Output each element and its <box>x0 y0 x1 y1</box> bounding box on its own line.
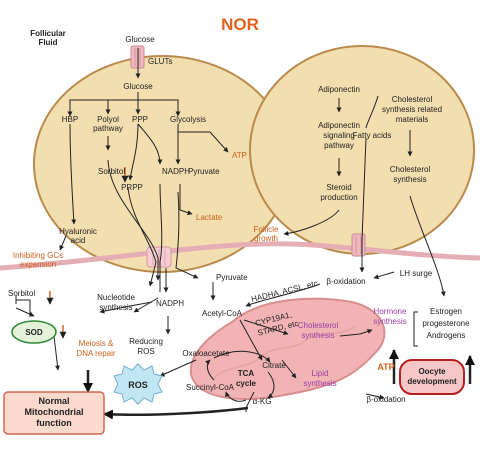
label-prpp: PRPP <box>121 183 143 192</box>
label-hbp: HBP <box>62 115 78 124</box>
ros-burst <box>113 363 163 405</box>
label-beta-ox-bottom: β-oxidation <box>366 395 405 404</box>
arrows <box>15 48 475 420</box>
label-lh-surge: LH surge <box>400 269 433 278</box>
label-sorbitol-out: Sorbitol <box>8 289 35 298</box>
mitochondrion <box>189 297 386 400</box>
label-lactate: Lactate <box>196 213 223 222</box>
label-succinyl: Succinyl-CoA <box>186 383 235 392</box>
cell-membrane <box>0 241 480 271</box>
label-ros: ROS <box>128 380 148 390</box>
label-akg: α-KG <box>253 397 272 406</box>
label-beta-ox-top: β-oxidation <box>326 277 365 286</box>
label-fatty-acids: Fatty acids <box>353 131 392 140</box>
label-meiosis: Meiosis &DNA repair <box>76 339 115 358</box>
membrane-channel-left <box>146 246 172 268</box>
label-nadph-in: NADPH <box>162 167 190 176</box>
normal-mito-box <box>3 391 105 435</box>
label-glucose-top: Glucose <box>125 35 155 44</box>
label-glycolysis: Glycolysis <box>170 115 206 124</box>
label-pyruvate-in: Pyruvate <box>188 167 220 176</box>
oocyte-box <box>399 359 465 395</box>
label-oxaloacetate: Oxaloacetate <box>182 349 230 358</box>
hormone-brace <box>413 311 418 347</box>
label-ppp: PPP <box>132 115 148 124</box>
label-sod: SOD <box>25 328 43 337</box>
label-atp-bottom: ATP <box>377 362 394 372</box>
label-gluts: GLUTs <box>148 57 172 66</box>
membrane-channel-right <box>351 233 366 257</box>
label-adiponectin: Adiponectin <box>318 85 360 94</box>
right-cell <box>249 45 475 255</box>
label-nadph-out: NADPH <box>156 299 184 308</box>
label-sorbitol-in: Sorbitol <box>98 167 125 176</box>
label-atp-top: ATP <box>232 151 247 160</box>
label-pyruvate-out: Pyruvate <box>216 273 248 282</box>
label-citrate: Citrate <box>262 361 286 370</box>
sod-shape <box>11 320 57 344</box>
label-glucose: Glucose <box>123 82 153 91</box>
label-title: NOR <box>221 15 259 34</box>
label-acetyl-coa: Acetyl-CoA <box>202 309 243 318</box>
